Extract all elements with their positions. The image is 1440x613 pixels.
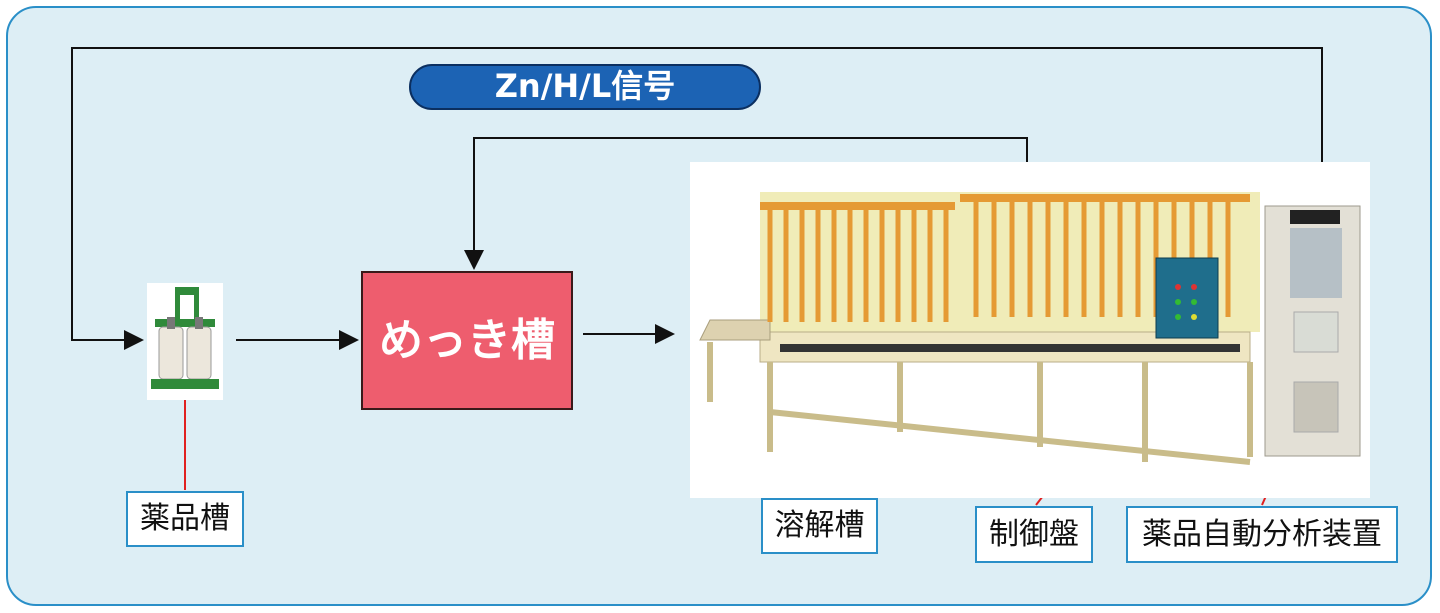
label-control-panel: 制御盤 xyxy=(975,506,1093,563)
label-dissolving-tank: 溶解槽 xyxy=(761,498,878,554)
plating-tank-box: めっき槽 xyxy=(361,271,573,410)
return-line xyxy=(464,137,1028,270)
label-chemical-tank: 薬品槽 xyxy=(126,491,244,547)
plating-line-equipment-image xyxy=(690,162,1370,498)
signal-badge: Zn/H/L信号 xyxy=(409,64,761,110)
chemical-tank-image xyxy=(147,283,223,400)
signal-feedback-line xyxy=(71,47,1323,350)
label-auto-analyzer: 薬品自動分析装置 xyxy=(1126,506,1398,563)
